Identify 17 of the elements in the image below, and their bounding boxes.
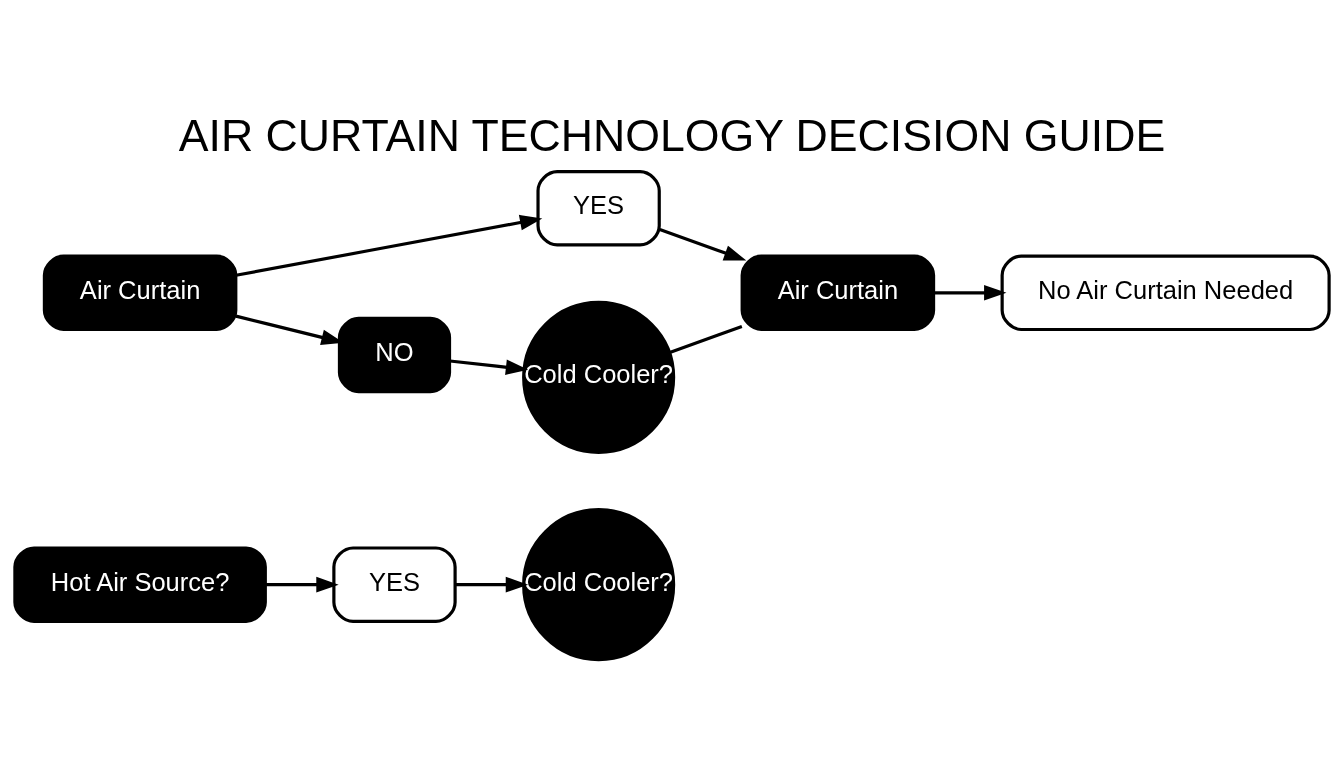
node-box: NO xyxy=(337,316,452,393)
arrow xyxy=(659,227,747,261)
connector xyxy=(669,324,743,354)
arrow xyxy=(933,284,1007,301)
node-box: YES xyxy=(332,545,457,623)
node-box: Air Curtain xyxy=(740,254,936,331)
node-box: No Air Curtain Needed xyxy=(1000,254,1331,331)
node-box: Hot Air Source? xyxy=(13,545,267,623)
node-circle: Cold Cooler? xyxy=(522,300,676,454)
node-box: YES xyxy=(536,169,661,247)
arrow xyxy=(449,358,529,375)
diagram-title: AIR CURTAIN TECHNOLOGY DECISION GUIDE xyxy=(178,110,1166,160)
arrow xyxy=(265,576,339,592)
node-box: Air Curtain xyxy=(42,254,238,331)
arrow xyxy=(235,214,543,277)
arrow xyxy=(455,576,529,592)
node-circle: Cold Cooler? xyxy=(522,507,676,661)
